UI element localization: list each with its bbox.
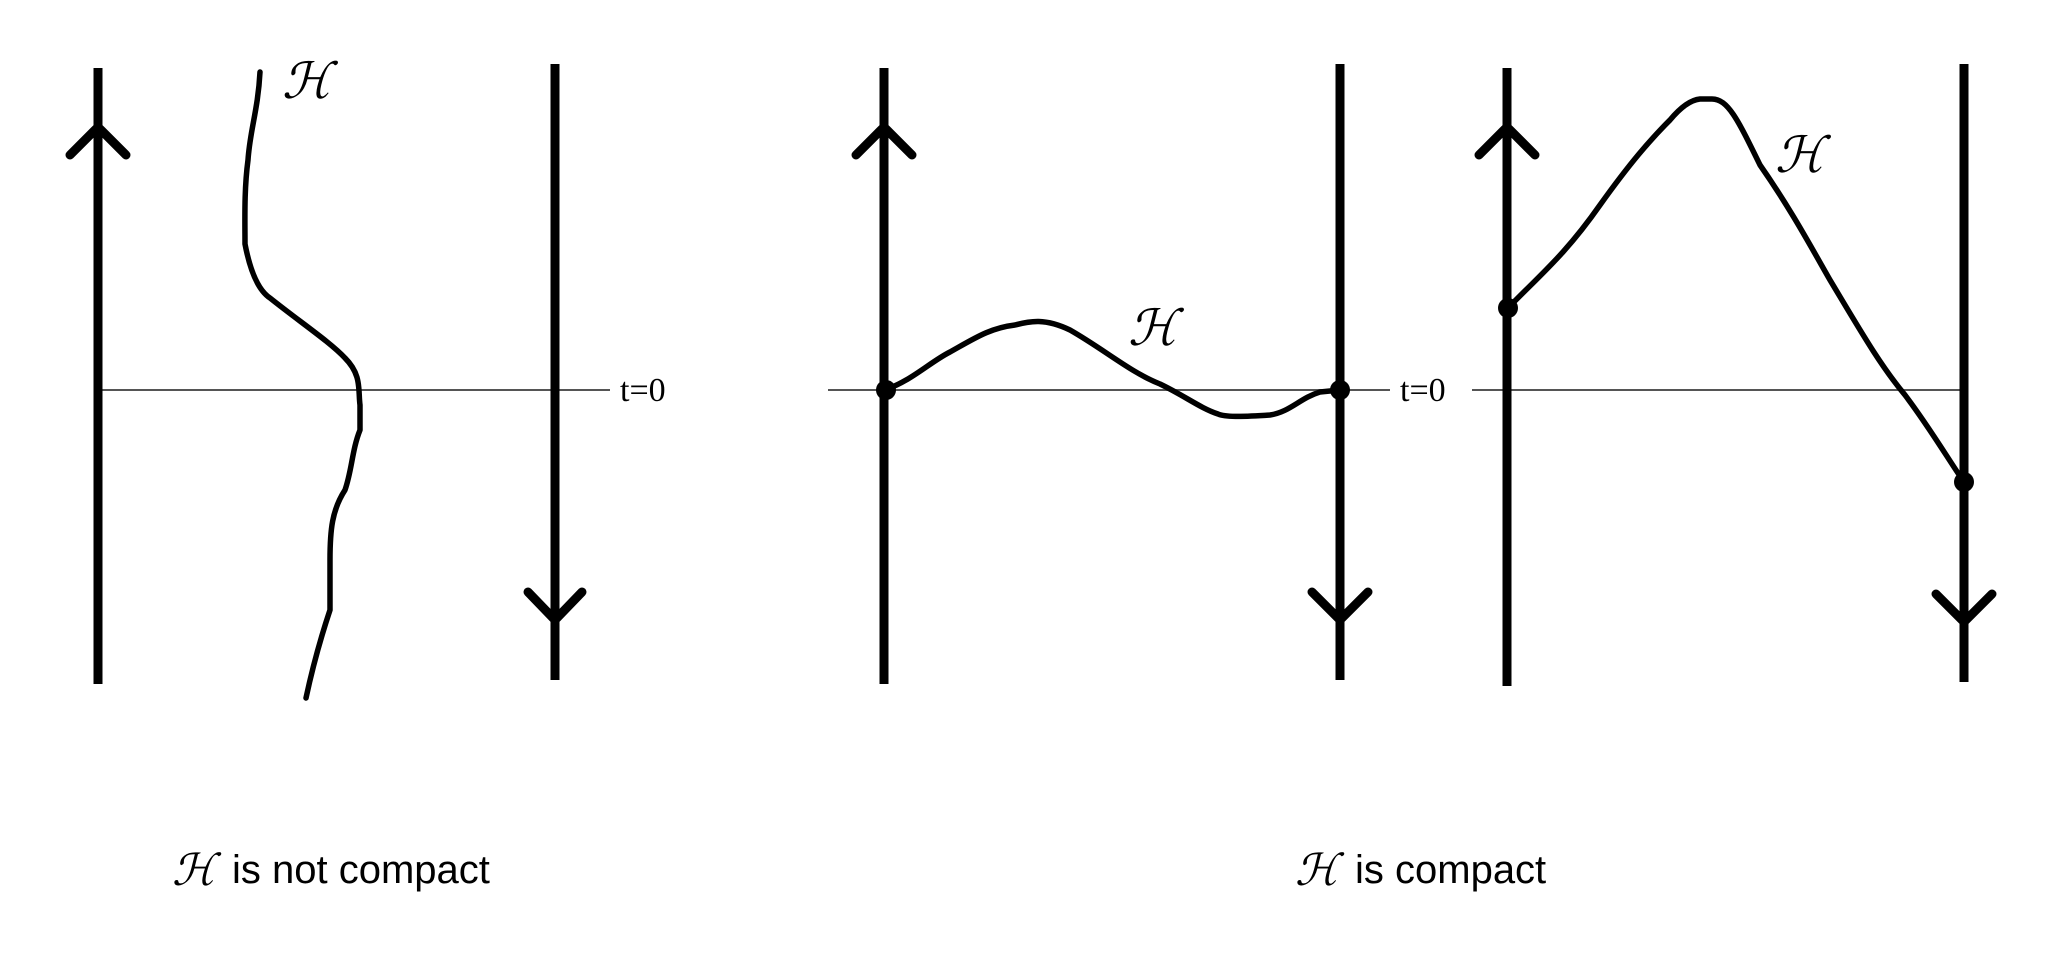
down-arrowhead-icon: [1307, 587, 1373, 625]
horizon-curve: [1505, 96, 1967, 485]
endpoint: [1498, 298, 1518, 318]
caption-text: is compact: [1355, 848, 1546, 892]
down-arrowhead-icon: [1931, 589, 1997, 627]
panel-compact-a: ℋ t=0: [828, 64, 1446, 684]
horizon-label: ℋ: [1128, 299, 1185, 357]
horizon-label: ℋ: [1775, 126, 1832, 184]
time-zero-label: t=0: [620, 372, 666, 409]
panel-compact-b: ℋ: [1472, 64, 1997, 686]
crossing-point: [876, 380, 896, 400]
caption-text: is not compact: [232, 848, 490, 892]
time-zero-label: t=0: [1400, 372, 1446, 409]
caption-not-compact: ℋ is not compact: [172, 845, 490, 896]
down-arrowhead-icon: [523, 587, 587, 625]
horizon-curve: [881, 318, 1343, 420]
caption-symbol: ℋ: [1295, 845, 1345, 896]
up-arrowhead-icon: [1474, 122, 1540, 160]
up-arrowhead-icon: [851, 122, 917, 160]
up-arrowhead-icon: [65, 122, 131, 160]
panel-not-compact: ℋ t=0: [65, 52, 666, 701]
endpoint: [1954, 472, 1974, 492]
horizon-curve: [242, 69, 363, 701]
crossing-point: [1330, 380, 1350, 400]
caption-compact: ℋ is compact: [1295, 845, 1546, 896]
horizon-label: ℋ: [282, 52, 339, 110]
caption-symbol: ℋ: [172, 845, 222, 896]
